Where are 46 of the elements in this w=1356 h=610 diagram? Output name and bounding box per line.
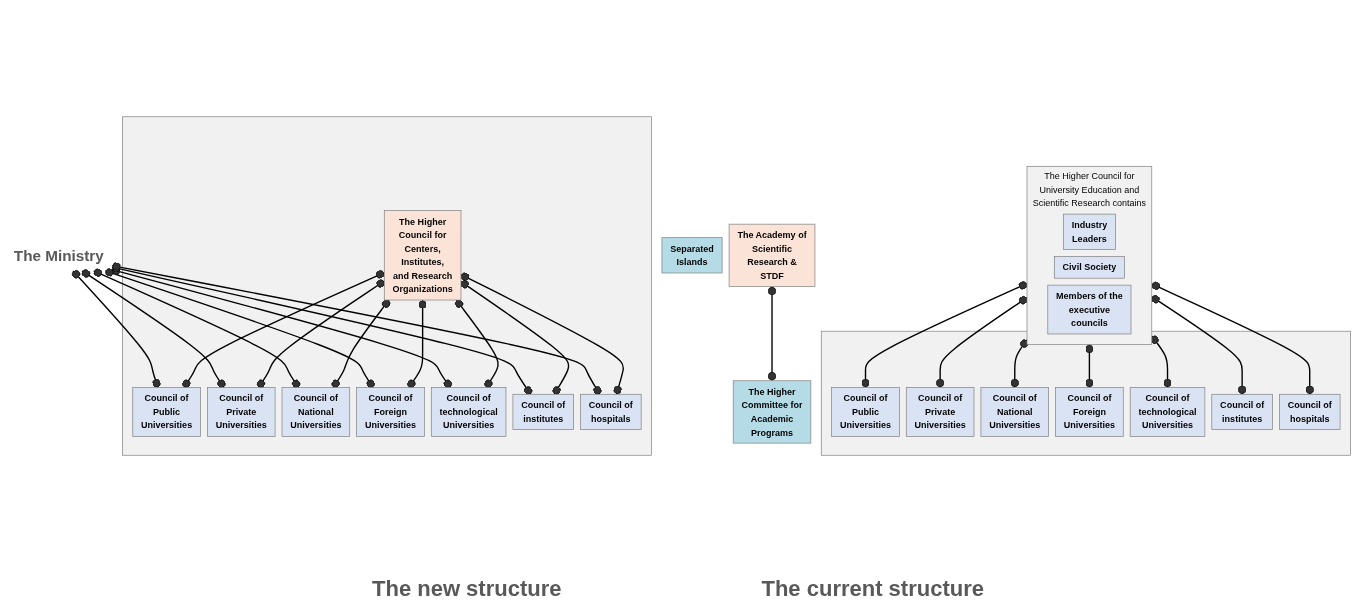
connector [1085, 343, 1094, 389]
connector [767, 285, 777, 382]
node-box: Industry Leaders [1062, 213, 1116, 250]
connector [460, 280, 570, 395]
connector [1010, 339, 1029, 389]
node-box: Council of hospitals [580, 393, 642, 430]
node-box: Council of National Universities [281, 387, 351, 437]
node-box: The Higher Council for Centers, Institutes, and Research Organizations [383, 210, 462, 301]
node-box: Council of Foreign Universities [1055, 387, 1124, 437]
node-box: Members of the executive councils [1047, 284, 1132, 335]
connector [861, 281, 1028, 389]
connector [454, 299, 499, 389]
connector [407, 299, 427, 389]
node-box: Council of National Universities [980, 387, 1049, 437]
connector [460, 272, 625, 395]
connector [1151, 295, 1247, 395]
connector [935, 296, 1028, 389]
node-box: Council of Foreign Universities [356, 387, 425, 437]
cluster [820, 330, 1351, 456]
node-box: Council of Private Universities [207, 387, 276, 437]
connector [71, 270, 161, 389]
connector [1151, 281, 1314, 395]
connector [93, 268, 301, 389]
node-box: Civil Society [1053, 256, 1125, 279]
connector [81, 269, 226, 389]
connector [1150, 335, 1172, 389]
connector [256, 279, 385, 389]
node-box: Council of institutes [1211, 393, 1273, 430]
node-text: The Ministry [13, 246, 104, 264]
connector [331, 299, 391, 389]
node-box: Council of Private Universities [905, 387, 975, 437]
node-box: Council of technological Universities [430, 387, 507, 437]
node-box: Council of institutes [512, 393, 574, 430]
node-box: Council of Public Universities [132, 387, 201, 437]
connector [182, 270, 385, 389]
node-box: Council of hospitals [1279, 393, 1341, 430]
connector [111, 262, 602, 395]
connector [104, 268, 375, 389]
node-box: The Higher Committee for Academic Programs [732, 380, 812, 444]
node-box: The Academy of Scientific Research & STDF [728, 223, 816, 287]
structure-caption: The new structure [372, 576, 562, 602]
cluster [122, 116, 652, 456]
structure-caption: The current structure [761, 576, 984, 602]
node-box: Council of Public Universities [831, 387, 900, 437]
node-box: Council of technological Universities [1129, 387, 1206, 437]
node-box: Separated Islands [661, 237, 723, 274]
